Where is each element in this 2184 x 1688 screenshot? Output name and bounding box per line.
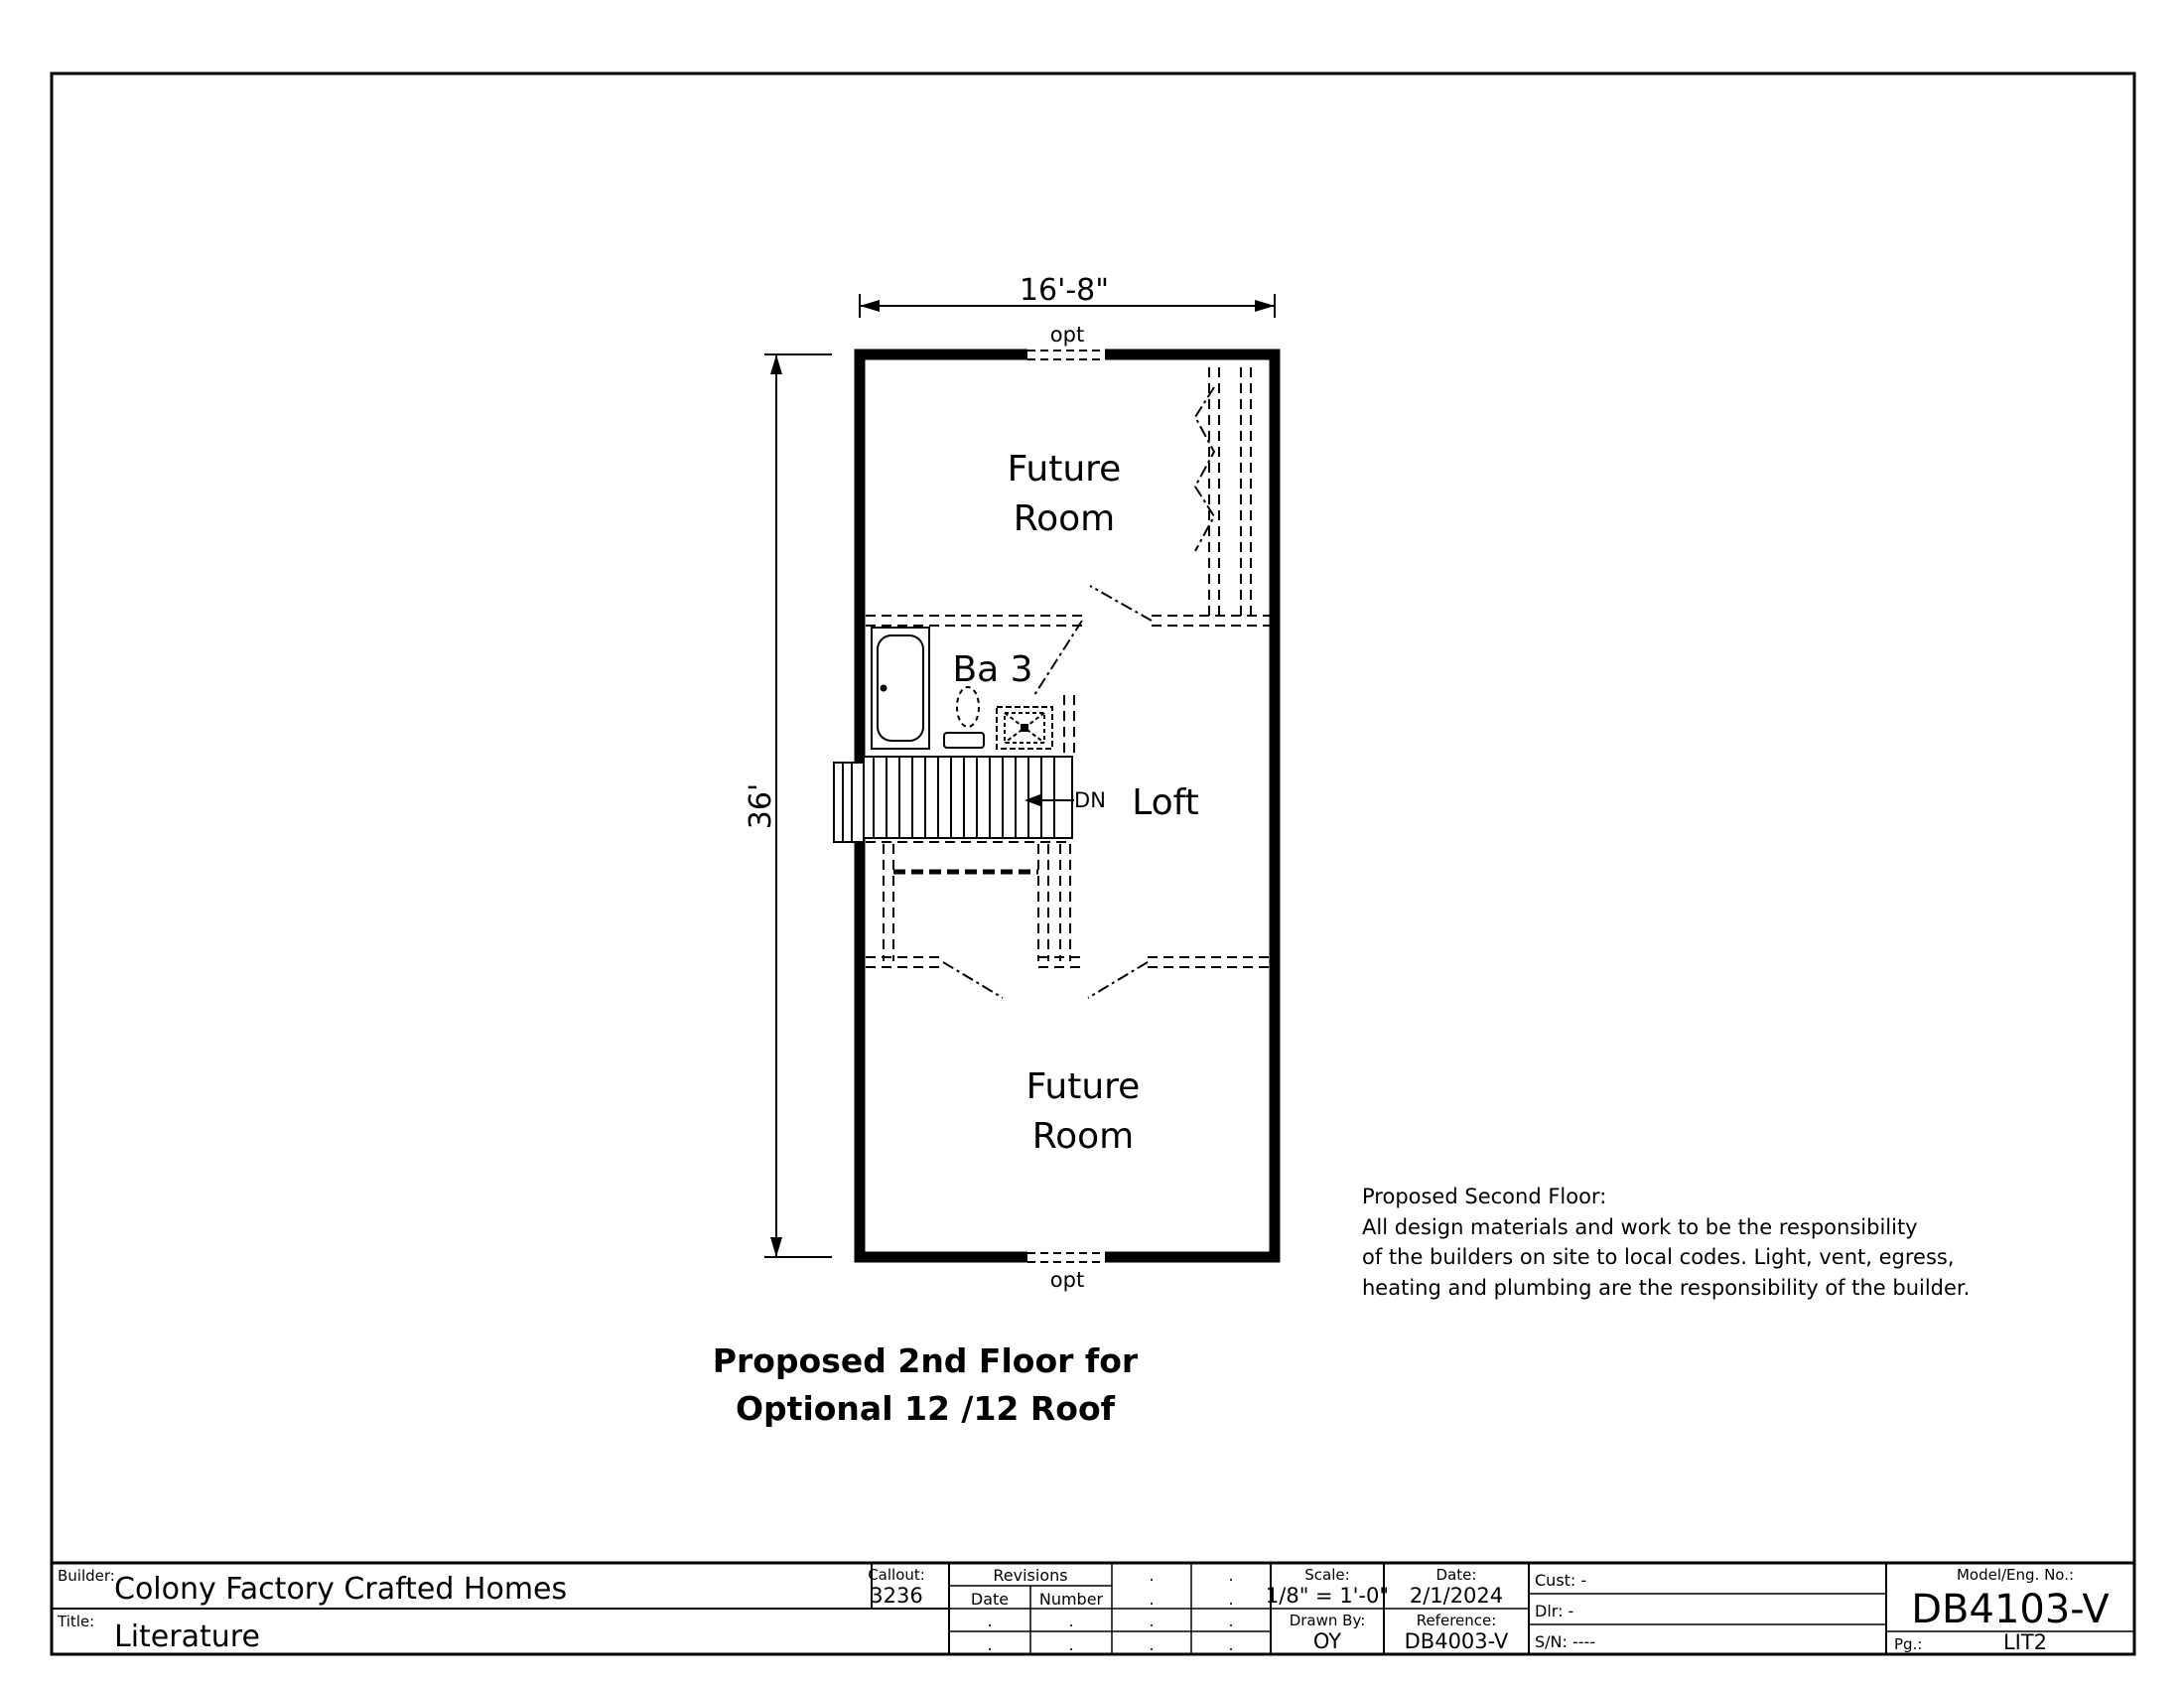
stair-label-dn: DN [1074,788,1106,812]
note-line-3: of the builders on site to local codes. … [1362,1245,1955,1269]
revision-cell: . [1228,1590,1233,1609]
room-label-future-room-bottom: Future [1026,1066,1141,1107]
revisions-date-column: Date [971,1590,1009,1609]
note-line-2: All design materials and work to be the … [1362,1215,1918,1239]
bath-fixtures [871,627,1053,750]
room-label-loft: Loft [1132,782,1199,823]
revision-cell: . [987,1612,992,1630]
model-number-value: DB4103-V [1911,1587,2110,1632]
title-block: Builder: Colony Factory Crafted Homes Ti… [52,1561,2134,1654]
page-label: Pg.: [1894,1635,1922,1653]
revision-cell: . [1228,1635,1233,1654]
width-dimension: 16'-8" [859,273,1276,318]
revision-cell: . [1068,1612,1073,1630]
room-label-future-room-bottom-2: Room [1032,1116,1135,1157]
callout-label: Callout: [868,1566,925,1584]
dealer-label: Dlr: - [1535,1602,1573,1620]
room-label-future-room-top-2: Room [1014,498,1116,539]
toilet [956,686,980,728]
width-dimension-label: 16'-8" [1020,273,1109,308]
date-label: Date: [1436,1566,1477,1584]
plan-caption-line-1: Proposed 2nd Floor for [713,1341,1139,1380]
serial-number-label: S/N: ---- [1535,1632,1595,1651]
scale-label: Scale: [1304,1566,1349,1584]
sheet-border [50,71,2136,1656]
revision-cell: . [1149,1590,1154,1609]
revision-cell: . [1149,1566,1154,1585]
bathtub [871,627,930,750]
model-number-label: Model/Eng. No.: [1957,1566,2074,1584]
drawn-by-label: Drawn By: [1290,1612,1366,1629]
room-label-future-room-top: Future [1008,449,1122,490]
depth-dimension: 36' [744,353,832,1258]
floor-plan: 16'-8" 36' opt opt [713,273,1281,1428]
revision-cell: . [1149,1635,1154,1654]
doors [942,386,1216,999]
room-label-bath: Ba 3 [952,649,1032,690]
vanity [996,706,1053,750]
interior-walls [866,367,1271,968]
stair-direction-arrow [1024,794,1074,806]
revisions-label: Revisions [993,1566,1067,1585]
revision-cell: . [987,1635,992,1654]
depth-dimension-label: 36' [744,783,778,829]
bottom-window-label: opt [1050,1268,1084,1292]
revision-cell: . [1228,1612,1233,1630]
revisions-number-column: Number [1039,1590,1104,1609]
builder-label: Builder: [58,1567,115,1585]
reference-value: DB4003-V [1405,1629,1509,1653]
note-line-1: Proposed Second Floor: [1362,1185,1606,1208]
revision-cell: . [1068,1635,1073,1654]
customer-label: Cust: - [1535,1571,1586,1590]
revision-cell: . [1149,1612,1154,1630]
title-label: Title: [57,1613,94,1630]
top-window-label: opt [1050,323,1084,347]
scale-value: 1/8" = 1'-0" [1266,1584,1389,1608]
bathtub-basin [877,634,924,742]
reference-label: Reference: [1417,1612,1497,1629]
callout-value: 3236 [870,1584,922,1608]
note-line-4: heating and plumbing are the responsibil… [1362,1276,1970,1300]
plan-caption-line-2: Optional 12 /12 Roof [736,1389,1116,1428]
revision-cell: . [1228,1566,1233,1585]
toilet-tank [943,732,985,749]
drawn-by-value: OY [1313,1629,1341,1653]
design-notes: Proposed Second Floor: All design materi… [1362,1185,1970,1300]
title-value: Literature [114,1619,260,1654]
page-value: LIT2 [2003,1630,2047,1654]
builder-value: Colony Factory Crafted Homes [114,1572,567,1607]
date-value: 2/1/2024 [1410,1584,1503,1608]
